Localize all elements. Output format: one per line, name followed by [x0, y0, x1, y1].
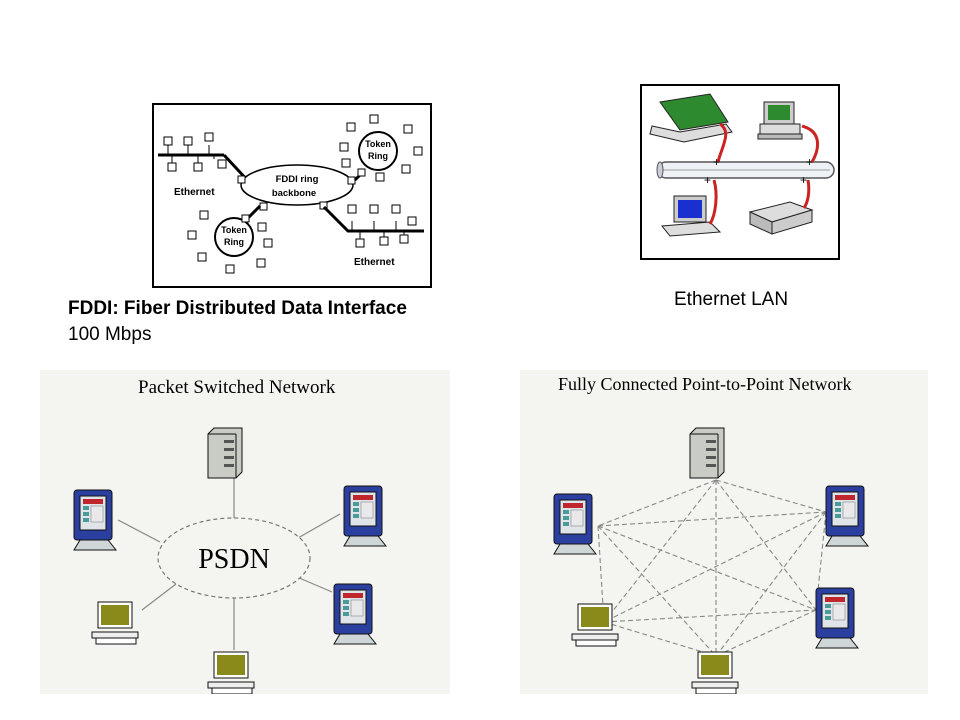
point-to-point-drawing: Fully Connected Point-to-Point Network [520, 370, 928, 695]
fddi-diagram: Ethernet FDDI ring backbone Token Ring T… [152, 103, 432, 288]
psdn-label: PSDN [198, 544, 270, 575]
point-to-point-diagram: Fully Connected Point-to-Point Network [520, 370, 928, 695]
svg-text:+: + [713, 155, 720, 169]
server-tower-icon [207, 427, 243, 479]
fddi-network-drawing: Ethernet FDDI ring backbone Token Ring T… [152, 103, 432, 288]
token-ring-top-label-line2: Ring [368, 151, 388, 161]
backbone-label-line1: FDDI ring [276, 174, 319, 185]
ethernet-lan-diagram: + + + + [640, 84, 840, 260]
ethernet-right-label: Ethernet [354, 257, 395, 268]
token-ring-top [353, 131, 398, 182]
lan-bus-cable [656, 161, 835, 179]
fddi-caption-title: FDDI: Fiber Distributed Data Interface [68, 298, 407, 319]
token-ring-bottom-label-line1: Token [221, 225, 247, 235]
printer-icon [748, 201, 814, 235]
backbone-label-line2: backbone [272, 188, 316, 199]
server-tower-icon [689, 427, 725, 479]
svg-text:+: + [806, 155, 813, 169]
fddi-backbone-ring [240, 164, 354, 206]
point-to-point-title: Fully Connected Point-to-Point Network [558, 374, 851, 394]
ethernet-right-nodes [347, 204, 417, 248]
token-ring-bottom-label-line2: Ring [224, 237, 244, 247]
ethernet-lan-drawing: + + + + [640, 84, 840, 260]
packet-switched-diagram: Packet Switched Network PSDN [40, 370, 450, 695]
terminal-icon [91, 601, 139, 645]
mesh-links [597, 479, 827, 657]
ethernet-bus-right [322, 205, 424, 233]
ethernet-lan-caption: Ethernet LAN [674, 289, 789, 310]
desktop-computer-icon [757, 101, 803, 140]
token-ring-top-label-line1: Token [365, 139, 391, 149]
packet-switched-drawing: Packet Switched Network PSDN [40, 370, 450, 695]
ethernet-left-label: Ethernet [174, 187, 215, 198]
fddi-caption-speed: 100 Mbps [68, 324, 152, 345]
svg-text:+: + [704, 173, 711, 187]
svg-text:+: + [800, 173, 807, 187]
pc-monitor-icon [661, 195, 722, 237]
psdn-cloud [157, 517, 311, 599]
terminal-icon [691, 651, 739, 695]
token-ring-bottom [214, 204, 262, 257]
terminal-icon [207, 651, 255, 695]
packet-switched-title: Packet Switched Network [138, 377, 336, 398]
fddi-caption: FDDI: Fiber Distributed Data Interface 1… [68, 296, 407, 348]
terminal-icon [571, 603, 619, 647]
ethernet-left-nodes [163, 132, 227, 172]
laptop-icon [649, 93, 733, 143]
